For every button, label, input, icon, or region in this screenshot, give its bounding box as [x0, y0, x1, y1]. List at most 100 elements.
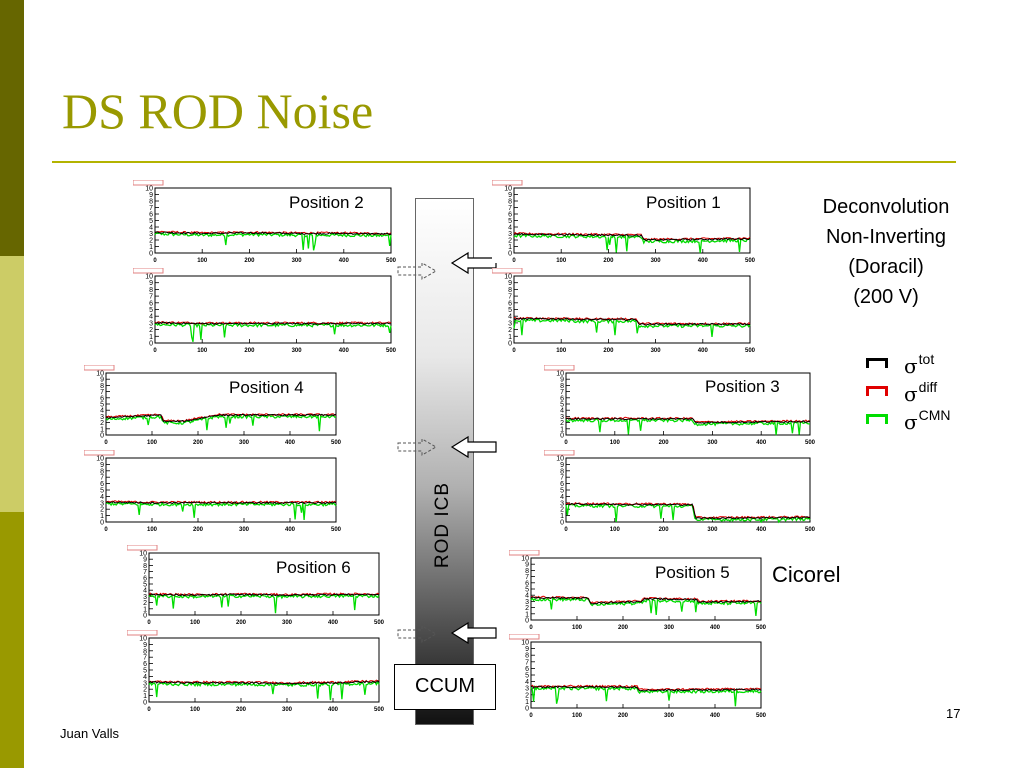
x-tick-label: 0 [564, 440, 568, 445]
y-tick-label: 1 [143, 606, 147, 613]
x-tick-label: 400 [698, 258, 709, 263]
deconv-line-3: (Doracil) [848, 256, 924, 278]
y-tick-label: 6 [525, 666, 529, 673]
dashed-arrow-icon [397, 438, 438, 456]
y-tick-label: 10 [145, 186, 153, 193]
solid-arrow-icon [450, 621, 497, 645]
y-tick-label: 4 [143, 588, 147, 595]
plot-frame [148, 637, 380, 703]
sigma-cmn-sub: CMN [918, 407, 951, 423]
plot-frame [105, 457, 337, 523]
deconvolution-note: Deconvolution Non-Inverting (Doracil) (2… [800, 192, 972, 312]
sidebar-band-mid [0, 512, 24, 768]
y-tick-label: 5 [143, 668, 147, 675]
legend-marker-green [866, 414, 888, 424]
y-tick-label: 7 [525, 574, 529, 581]
y-tick-label: 6 [525, 580, 529, 587]
y-tick-label: 1 [560, 426, 564, 433]
y-tick-label: 9 [525, 646, 529, 653]
noise-series-line [154, 231, 392, 251]
x-tick-label: 0 [104, 440, 108, 445]
deconv-line-4: (200 V) [853, 286, 919, 308]
y-tick-label: 3 [508, 320, 512, 327]
y-tick-label: 7 [100, 475, 104, 482]
x-tick-label: 300 [292, 348, 303, 353]
position-3-label: Position 3 [705, 377, 780, 396]
noise-series-line [148, 680, 380, 701]
y-tick-label: 8 [508, 199, 512, 206]
y-tick-label: 5 [100, 488, 104, 495]
y-tick-label: 5 [508, 218, 512, 225]
y-tick-label: 1 [560, 513, 564, 520]
y-tick-label: 6 [560, 395, 564, 402]
x-tick-label: 500 [805, 440, 816, 445]
y-tick-label: 4 [143, 674, 147, 681]
y-tick-label: 8 [143, 648, 147, 655]
y-tick-label: 4 [508, 225, 512, 232]
y-tick-label: 2 [100, 507, 104, 514]
y-tick-label: 4 [100, 408, 104, 415]
y-tick-label: 4 [525, 593, 529, 600]
y-tick-label: 9 [100, 462, 104, 469]
x-tick-label: 400 [339, 348, 350, 353]
y-tick-label: 5 [508, 307, 512, 314]
y-tick-label: 1 [100, 426, 104, 433]
y-tick-label: 0 [143, 700, 147, 707]
x-tick-label: 500 [331, 527, 342, 532]
position-6-label: Position 6 [276, 558, 351, 577]
x-tick-label: 300 [651, 348, 662, 353]
legend-symbol: σtot [904, 351, 935, 378]
y-tick-label: 1 [149, 334, 153, 341]
deconv-line-2: Non-Inverting [825, 226, 947, 248]
noise-series-line [530, 684, 762, 691]
y-tick-label: 2 [508, 238, 512, 245]
y-tick-label: 3 [560, 414, 564, 421]
y-tick-label: 3 [149, 231, 153, 238]
x-tick-label: 300 [664, 713, 675, 718]
stats-box [492, 268, 523, 274]
y-tick-label: 10 [521, 640, 529, 647]
y-tick-label: 10 [139, 636, 147, 643]
y-tick-label: 8 [560, 383, 564, 390]
position-2-label: Position 2 [289, 193, 364, 212]
arrow-row2 [397, 435, 497, 459]
y-tick-label: 4 [508, 314, 512, 321]
stats-box [84, 450, 115, 456]
y-tick-label: 10 [521, 556, 529, 563]
y-tick-label: 2 [525, 692, 529, 699]
x-tick-label: 100 [190, 620, 201, 625]
noise-series-line [513, 232, 751, 242]
dashed-arrow-icon [397, 625, 438, 643]
x-tick-label: 100 [610, 440, 621, 445]
stats-box [84, 365, 115, 371]
x-tick-label: 100 [572, 625, 583, 630]
sidebar-band-dark [0, 0, 24, 256]
y-tick-label: 2 [143, 687, 147, 694]
y-tick-label: 1 [525, 611, 529, 618]
y-tick-label: 8 [560, 468, 564, 475]
plot-frame [148, 552, 380, 616]
arrow-row1 [397, 251, 497, 280]
y-tick-label: 9 [508, 280, 512, 287]
sigma-symbol: σ [904, 410, 918, 434]
y-tick-label: 0 [560, 520, 564, 527]
stats-box [544, 365, 575, 371]
sigma-tot-sub: tot [918, 351, 935, 367]
sidebar-band-light [0, 256, 24, 512]
y-tick-label: 0 [508, 341, 512, 348]
y-tick-label: 0 [560, 433, 564, 440]
x-tick-label: 200 [236, 707, 247, 712]
x-tick-label: 200 [603, 258, 614, 263]
y-tick-label: 0 [508, 251, 512, 258]
x-tick-label: 400 [328, 620, 339, 625]
y-tick-label: 4 [560, 494, 564, 501]
y-tick-label: 0 [100, 520, 104, 527]
